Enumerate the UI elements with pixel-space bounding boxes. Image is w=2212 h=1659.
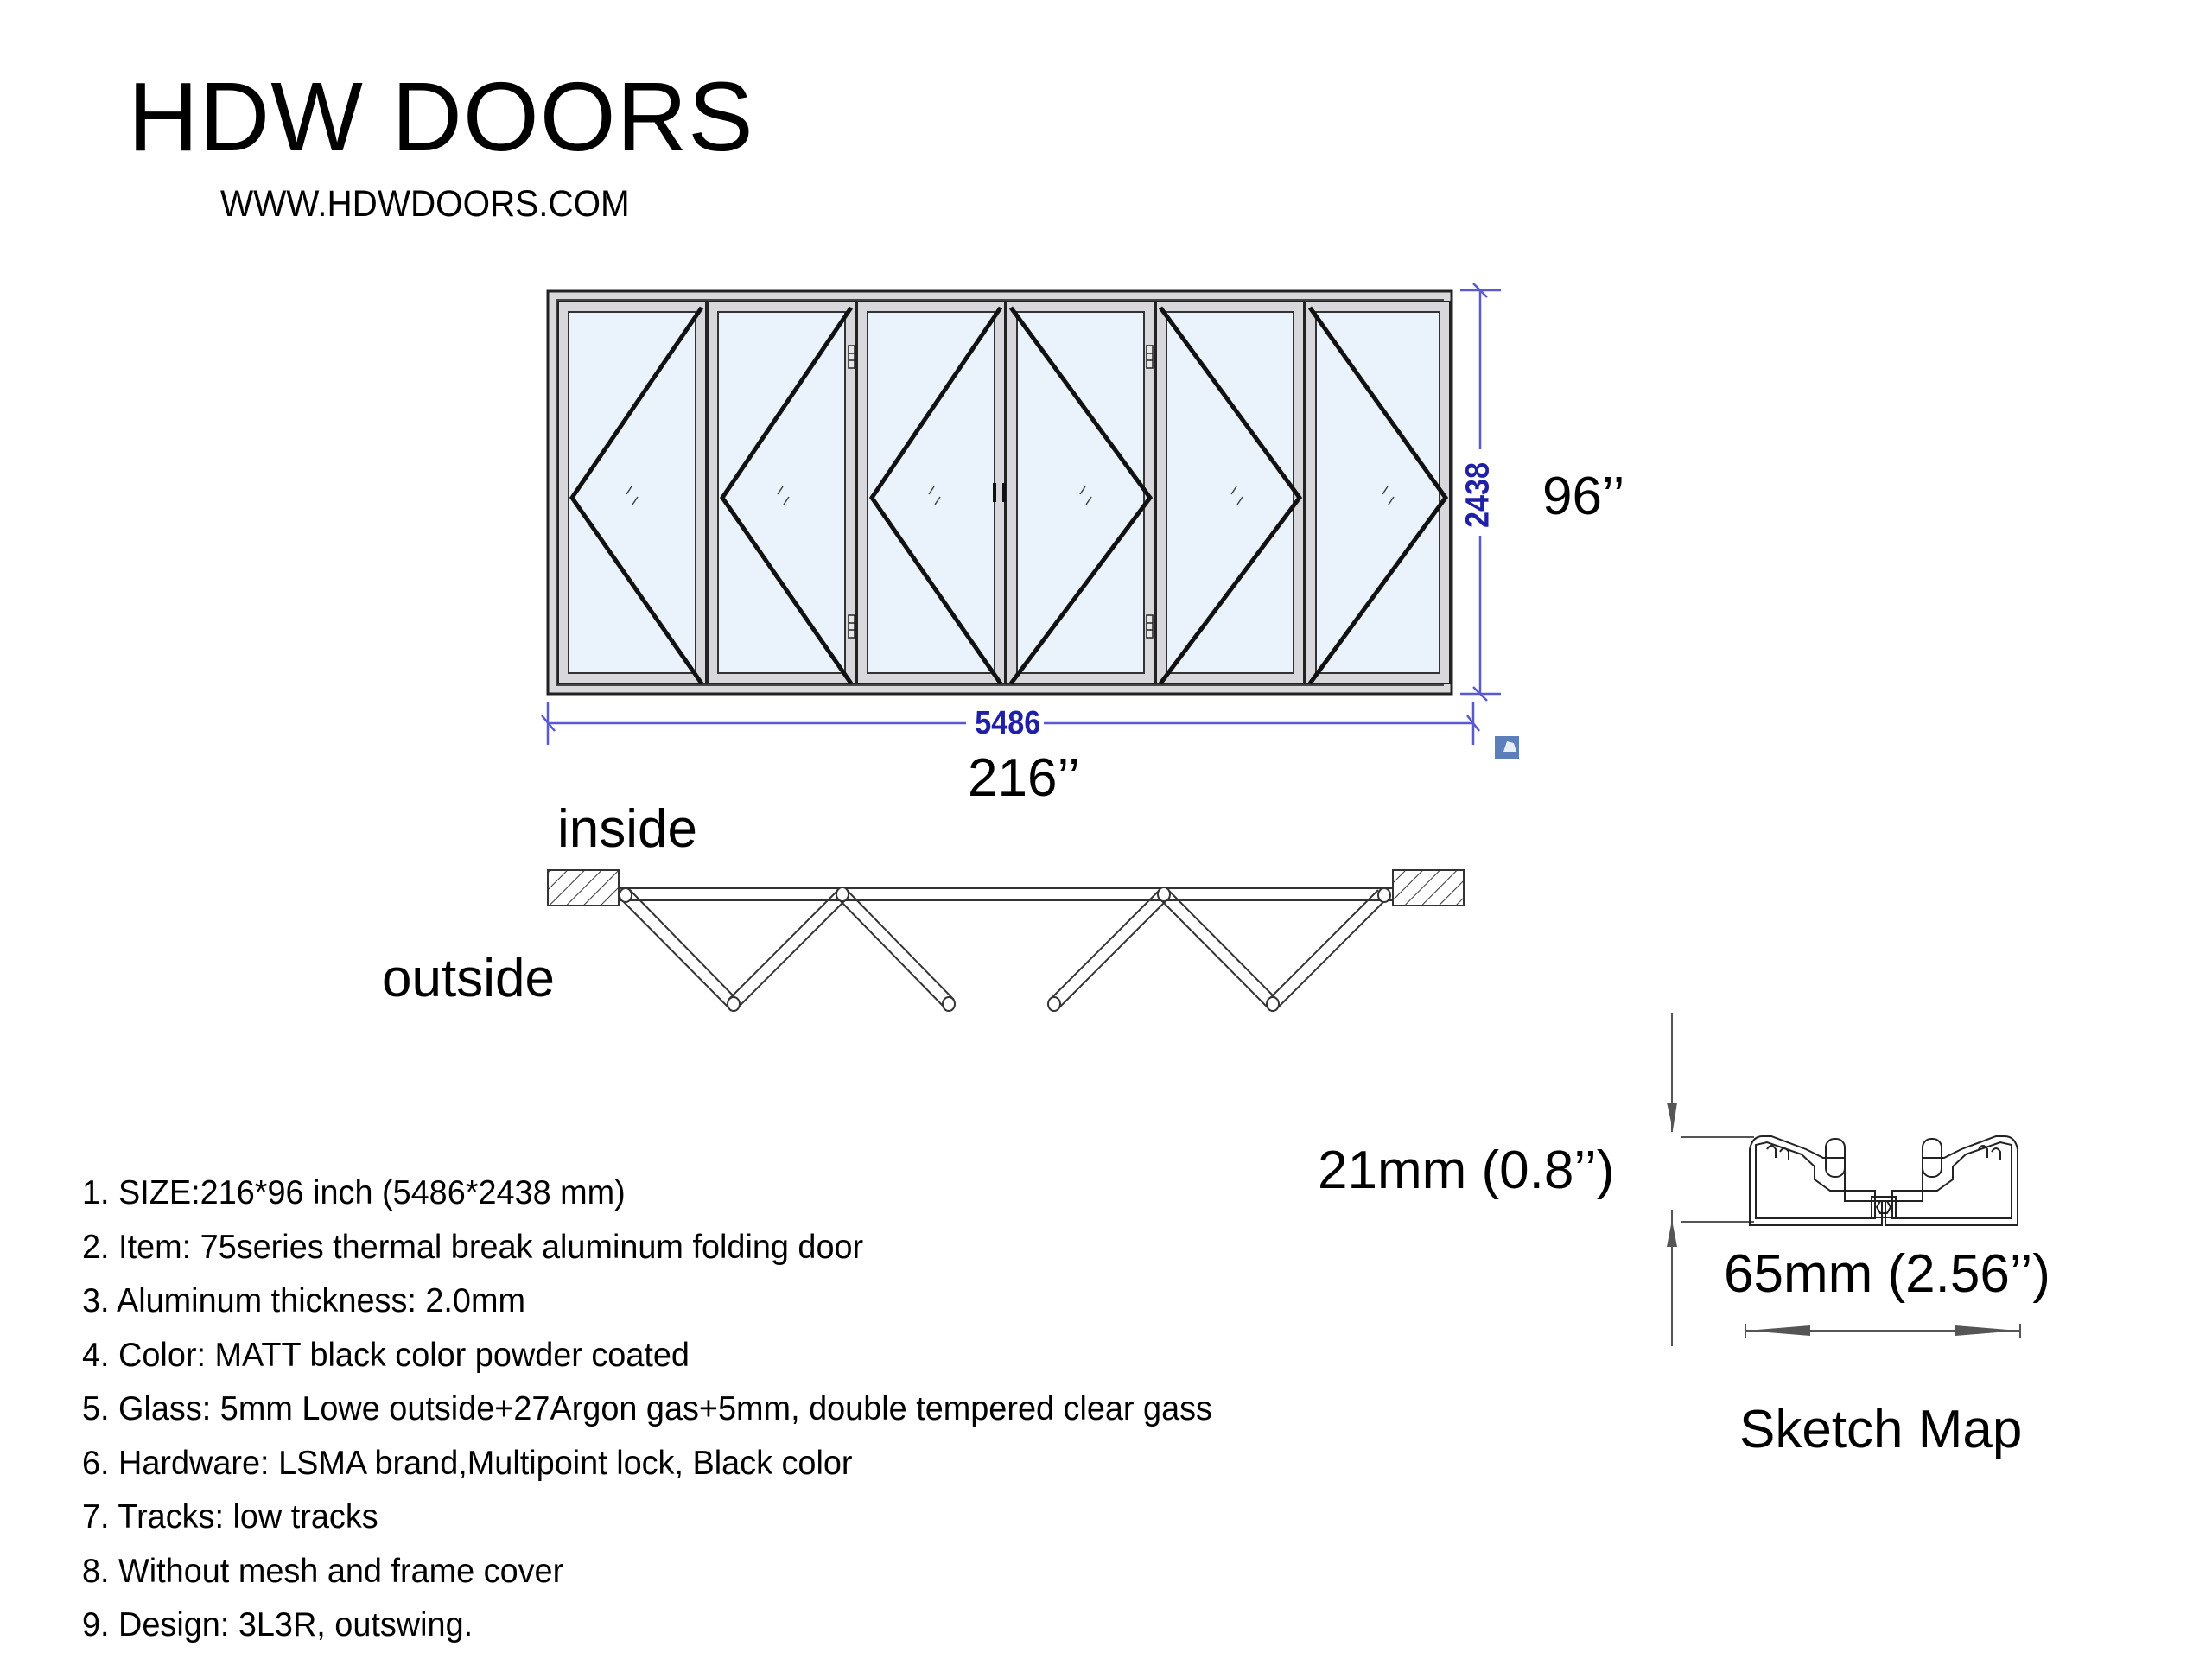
door-elevation xyxy=(546,289,1453,696)
spec-item-size: 1. SIZE:216*96 inch (5486*2438 mm) xyxy=(82,1174,626,1211)
panel-3 xyxy=(856,301,1006,685)
dimension-lines xyxy=(541,283,1501,745)
hinge-pivots xyxy=(619,887,1391,1012)
folding-leaves xyxy=(620,888,1388,1010)
profile-sketch xyxy=(1667,1013,2021,1346)
company-website: WWW.HDWDOORS.COM xyxy=(220,183,630,225)
company-title: HDW DOORS xyxy=(128,62,754,171)
spec-item-item: 2. Item: 75series thermal break aluminum… xyxy=(82,1228,864,1266)
height-mm-label: 2438 xyxy=(1459,461,1497,529)
spec-item-design: 9. Design: 3L3R, outswing. xyxy=(82,1606,474,1643)
glass-reflection-marks xyxy=(626,486,1395,505)
spec-item-glass: 5. Glass: 5mm Lowe outside+27Argon gas+5… xyxy=(82,1390,1212,1427)
outside-label: outside xyxy=(382,949,555,1008)
spec-list: 1. SIZE:216*96 inch (5486*2438 mm) 2. It… xyxy=(82,1166,1247,1653)
profile-width-label: 65mm (2.56’’) xyxy=(1724,1244,2050,1304)
width-inch-label: 216’’ xyxy=(968,748,1080,808)
home-icon xyxy=(1495,736,1519,759)
spec-item-tracks: 7. Tracks: low tracks xyxy=(82,1498,378,1535)
panel-5 xyxy=(1155,301,1305,685)
handle-right-icon xyxy=(1002,483,1006,502)
height-inch-label: 96’’ xyxy=(1542,467,1625,526)
plan-view xyxy=(547,869,1465,1012)
panel-6 xyxy=(1305,301,1451,685)
spec-item-color: 4. Color: MATT black color powder coated xyxy=(82,1336,690,1374)
width-mm-label: 5486 xyxy=(975,705,1041,741)
hinge-icons xyxy=(848,345,1154,639)
left-wall xyxy=(547,869,620,906)
spec-item-hardware: 6. Hardware: LSMA brand,Multipoint lock,… xyxy=(82,1444,853,1482)
profile-height-label: 21mm (0.8’’) xyxy=(1318,1141,1615,1200)
inside-label: inside xyxy=(557,799,697,859)
spec-item-mesh: 8. Without mesh and frame cover xyxy=(82,1552,564,1590)
spec-item-thickness: 3. Aluminum thickness: 2.0mm xyxy=(82,1282,526,1319)
panel-2 xyxy=(707,301,856,685)
sketch-map-caption: Sketch Map xyxy=(1739,1400,2023,1459)
door-panels xyxy=(557,301,1451,685)
right-wall xyxy=(1392,869,1465,906)
panel-1 xyxy=(557,301,707,685)
handle-left-icon xyxy=(993,483,996,502)
